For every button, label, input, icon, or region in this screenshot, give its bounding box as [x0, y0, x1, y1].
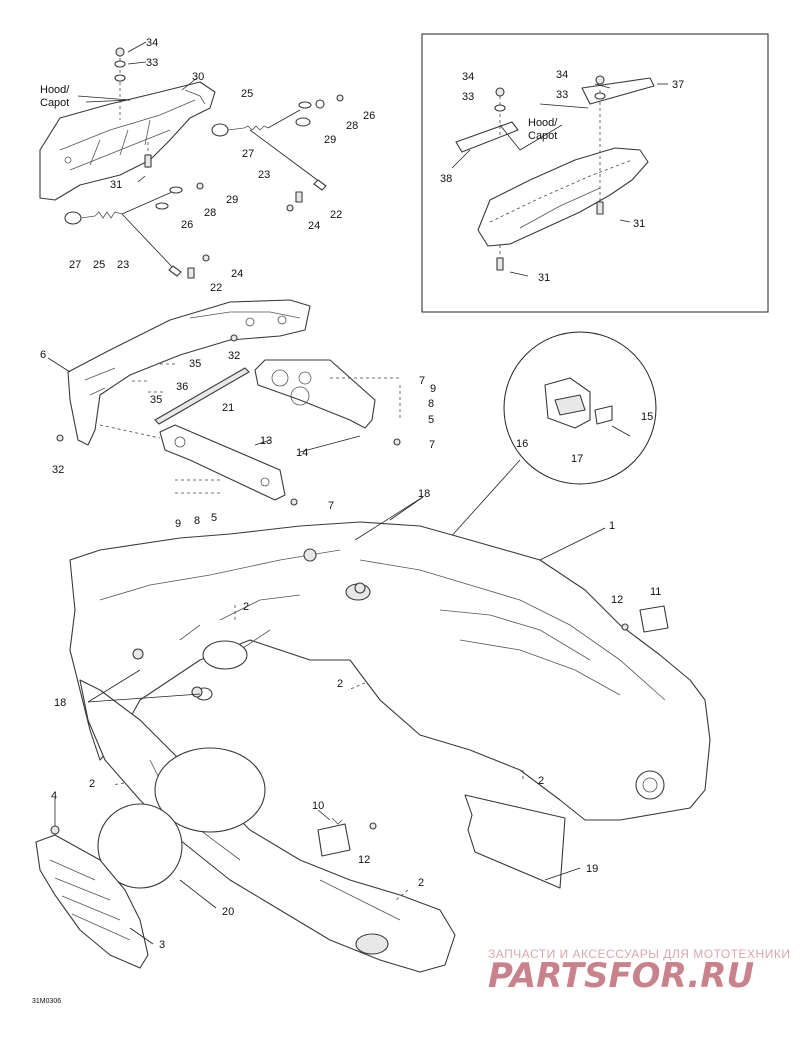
callout-20: 20 — [222, 906, 234, 918]
callout-2d: 2 — [538, 775, 544, 787]
callout-28b: 28 — [204, 207, 216, 219]
watermark: ЗАПЧАСТИ И АКСЕССУАРЫ ДЛЯ МОТОТЕХНИКИ PA… — [488, 947, 790, 996]
callout-7: 7 — [419, 375, 425, 387]
callout-9: 9 — [430, 383, 436, 395]
callout-31: 31 — [110, 179, 122, 191]
hood-spring-cable-upper — [211, 94, 344, 191]
inset-hood-bracket-alt — [455, 75, 655, 271]
callout-36: 36 — [176, 381, 188, 393]
push-rivets — [111, 605, 524, 901]
middle-fasteners — [56, 334, 401, 506]
callout-37: 37 — [672, 79, 684, 91]
callout-3: 3 — [159, 939, 165, 951]
callout-7c: 7 — [328, 500, 334, 512]
hood-label-left: Hood/ Capot — [40, 84, 70, 109]
callout-10: 10 — [312, 800, 324, 812]
callout-29b: 29 — [226, 194, 238, 206]
callout-8: 8 — [428, 398, 434, 410]
callout-27: 27 — [242, 148, 254, 160]
callout-25b: 25 — [93, 259, 105, 271]
callout-8b: 8 — [194, 515, 200, 527]
side-grille — [35, 825, 149, 969]
tie-rod — [154, 367, 250, 425]
callout-14: 14 — [296, 447, 308, 459]
callout-5b: 5 — [211, 512, 217, 524]
hood-support-bracket — [39, 81, 216, 201]
callout-16: 16 — [516, 438, 528, 450]
round-cover — [97, 803, 183, 889]
callout-6: 6 — [40, 349, 46, 361]
callout-5: 5 — [428, 414, 434, 426]
callout-21: 21 — [222, 402, 234, 414]
callout-34-inset-b: 34 — [556, 69, 568, 81]
hood-fasteners-top-left — [114, 47, 152, 168]
callout-19: 19 — [586, 863, 598, 875]
insulation-panel — [464, 794, 566, 889]
callout-35: 35 — [189, 358, 201, 370]
callout-34: 34 — [146, 37, 158, 49]
callout-29: 29 — [324, 134, 336, 146]
callout-9b: 9 — [175, 518, 181, 530]
steering-support-bracket — [254, 359, 376, 429]
hood-label-inset-line1: Hood/ — [528, 117, 558, 129]
hood-label-inset-line2: Capot — [528, 130, 557, 142]
callout-27b: 27 — [69, 259, 81, 271]
hood-spring-cable-lower — [64, 182, 303, 279]
reference-code: 31M0306 — [32, 998, 61, 1005]
callout-26b: 26 — [181, 219, 193, 231]
callout-30: 30 — [192, 71, 204, 83]
callout-26: 26 — [363, 110, 375, 122]
callout-28: 28 — [346, 120, 358, 132]
callout-2b: 2 — [337, 678, 343, 690]
callout-34-inset-a: 34 — [462, 71, 474, 83]
leader-lines — [47, 41, 668, 945]
callout-31-inset-a: 31 — [633, 218, 645, 230]
callout-24b: 24 — [231, 268, 243, 280]
part-callouts: 34 33 30 31 25 26 28 29 27 23 22 24 29 2… — [40, 37, 684, 951]
callout-18b: 18 — [54, 697, 66, 709]
callout-22: 22 — [330, 209, 342, 221]
callout-32: 32 — [228, 350, 240, 362]
callout-32b: 32 — [52, 464, 64, 476]
callout-38: 38 — [440, 173, 452, 185]
front-support-bracket — [159, 424, 286, 501]
callout-35b: 35 — [150, 394, 162, 406]
watermark-tagline: ЗАПЧАСТИ И АКСЕССУАРЫ ДЛЯ МОТОТЕХНИКИ — [488, 947, 790, 961]
callout-31-inset-b: 31 — [538, 272, 550, 284]
bracket-and-nut-right — [621, 605, 669, 633]
hood-label-inset: Hood/ Capot — [528, 117, 558, 142]
callout-33-inset-a: 33 — [462, 91, 474, 103]
callout-24: 24 — [308, 220, 320, 232]
inset-frame — [421, 33, 769, 313]
center-bracket-and-nut — [317, 817, 377, 857]
callout-11: 11 — [650, 586, 661, 598]
grommets — [132, 548, 366, 698]
callout-1: 1 — [609, 520, 615, 532]
callout-2c: 2 — [89, 778, 95, 790]
hood-label-line2: Capot — [40, 97, 69, 109]
callout-12: 12 — [611, 594, 623, 606]
callout-15: 15 — [641, 411, 653, 423]
callout-4: 4 — [51, 790, 57, 802]
callout-22b: 22 — [210, 282, 222, 294]
callout-18: 18 — [418, 488, 430, 500]
callout-2a: 2 — [243, 601, 249, 613]
callout-12b: 12 — [358, 854, 370, 866]
callout-2e: 2 — [418, 877, 424, 889]
callout-23: 23 — [258, 169, 270, 181]
callout-13: 13 — [260, 435, 272, 447]
watermark-brand: PARTSFOR.RU — [488, 956, 754, 996]
callout-33-inset-b: 33 — [556, 89, 568, 101]
callout-23b: 23 — [117, 259, 129, 271]
front-crossmember — [67, 299, 311, 446]
callout-17: 17 — [571, 453, 583, 465]
hood-label-line1: Hood/ — [40, 84, 70, 96]
callout-33: 33 — [146, 57, 158, 69]
callout-25: 25 — [241, 88, 253, 100]
callout-7b: 7 — [429, 439, 435, 451]
